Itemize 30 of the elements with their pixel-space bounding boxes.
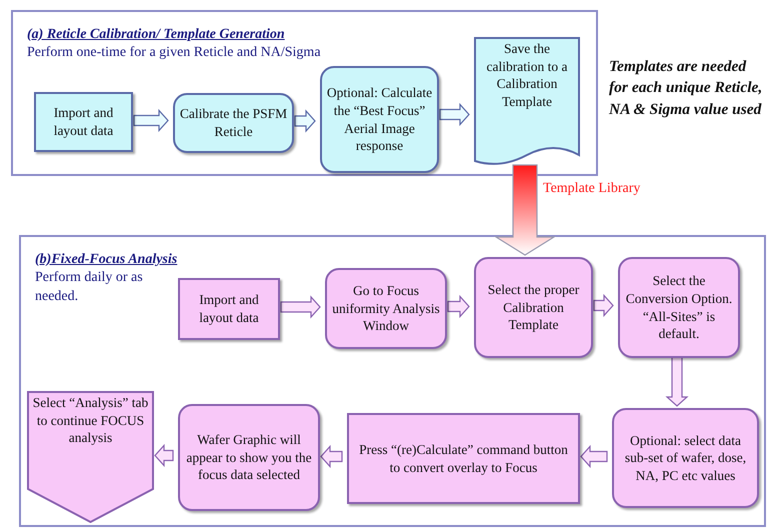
rounded-process-box: Calibrate the PSFM Reticle [173, 93, 294, 153]
offpage-connector-shape: Select “Analysis” tab to continue FOCUS analysis [27, 391, 154, 523]
hollow-arrow [447, 294, 470, 318]
hollow-arrow [320, 444, 343, 468]
rounded-process-box: Optional: select data sub-set of wafer, dose, NA, PC etc values [612, 408, 759, 508]
hollow-arrow [580, 444, 608, 468]
section-panel [11, 10, 598, 176]
rounded-process-box: Wafer Graphic will appear to show you the focus data selected [178, 404, 320, 511]
rounded-process-box: Select the proper Calibration Template [474, 257, 593, 358]
hollow-arrow [154, 444, 174, 468]
process-box: Press “(re)Calculate” command button to convert overlay to Focus [347, 413, 580, 504]
section-title: (b)Fixed-Focus Analysis [35, 251, 178, 269]
side-note: Templates are needed for each unique Reticle, NA & Sigma value used [609, 57, 764, 120]
section-title: (a) Reticle Calibration/ Template Generation [27, 26, 285, 44]
process-box: Import and layout data [34, 92, 133, 152]
section-panel [19, 235, 766, 527]
document-shape: Save the calibration to a Calibration Template [474, 37, 580, 167]
rounded-process-box: Select the Conversion Option. “All-Sites” is default. [618, 257, 740, 358]
rounded-process-box: Optional: Calculate the “Best Focus” Aerial Image response [320, 66, 439, 173]
hollow-arrow [280, 295, 321, 319]
hollow-arrow [133, 108, 169, 132]
hollow-arrow [593, 294, 614, 318]
section-subtitle: Perform one-time for a given Reticle and NA/Sigma [27, 44, 321, 62]
hollow-arrow [665, 355, 689, 407]
process-box: Import and layout data [178, 278, 280, 340]
section-subtitle: Perform daily or as needed. [35, 269, 144, 306]
rounded-process-box: Go to Focus uniformity Analysis Window [325, 268, 447, 349]
hollow-arrow [439, 102, 470, 126]
block-arrow [494, 164, 556, 256]
hollow-arrow [294, 109, 316, 133]
